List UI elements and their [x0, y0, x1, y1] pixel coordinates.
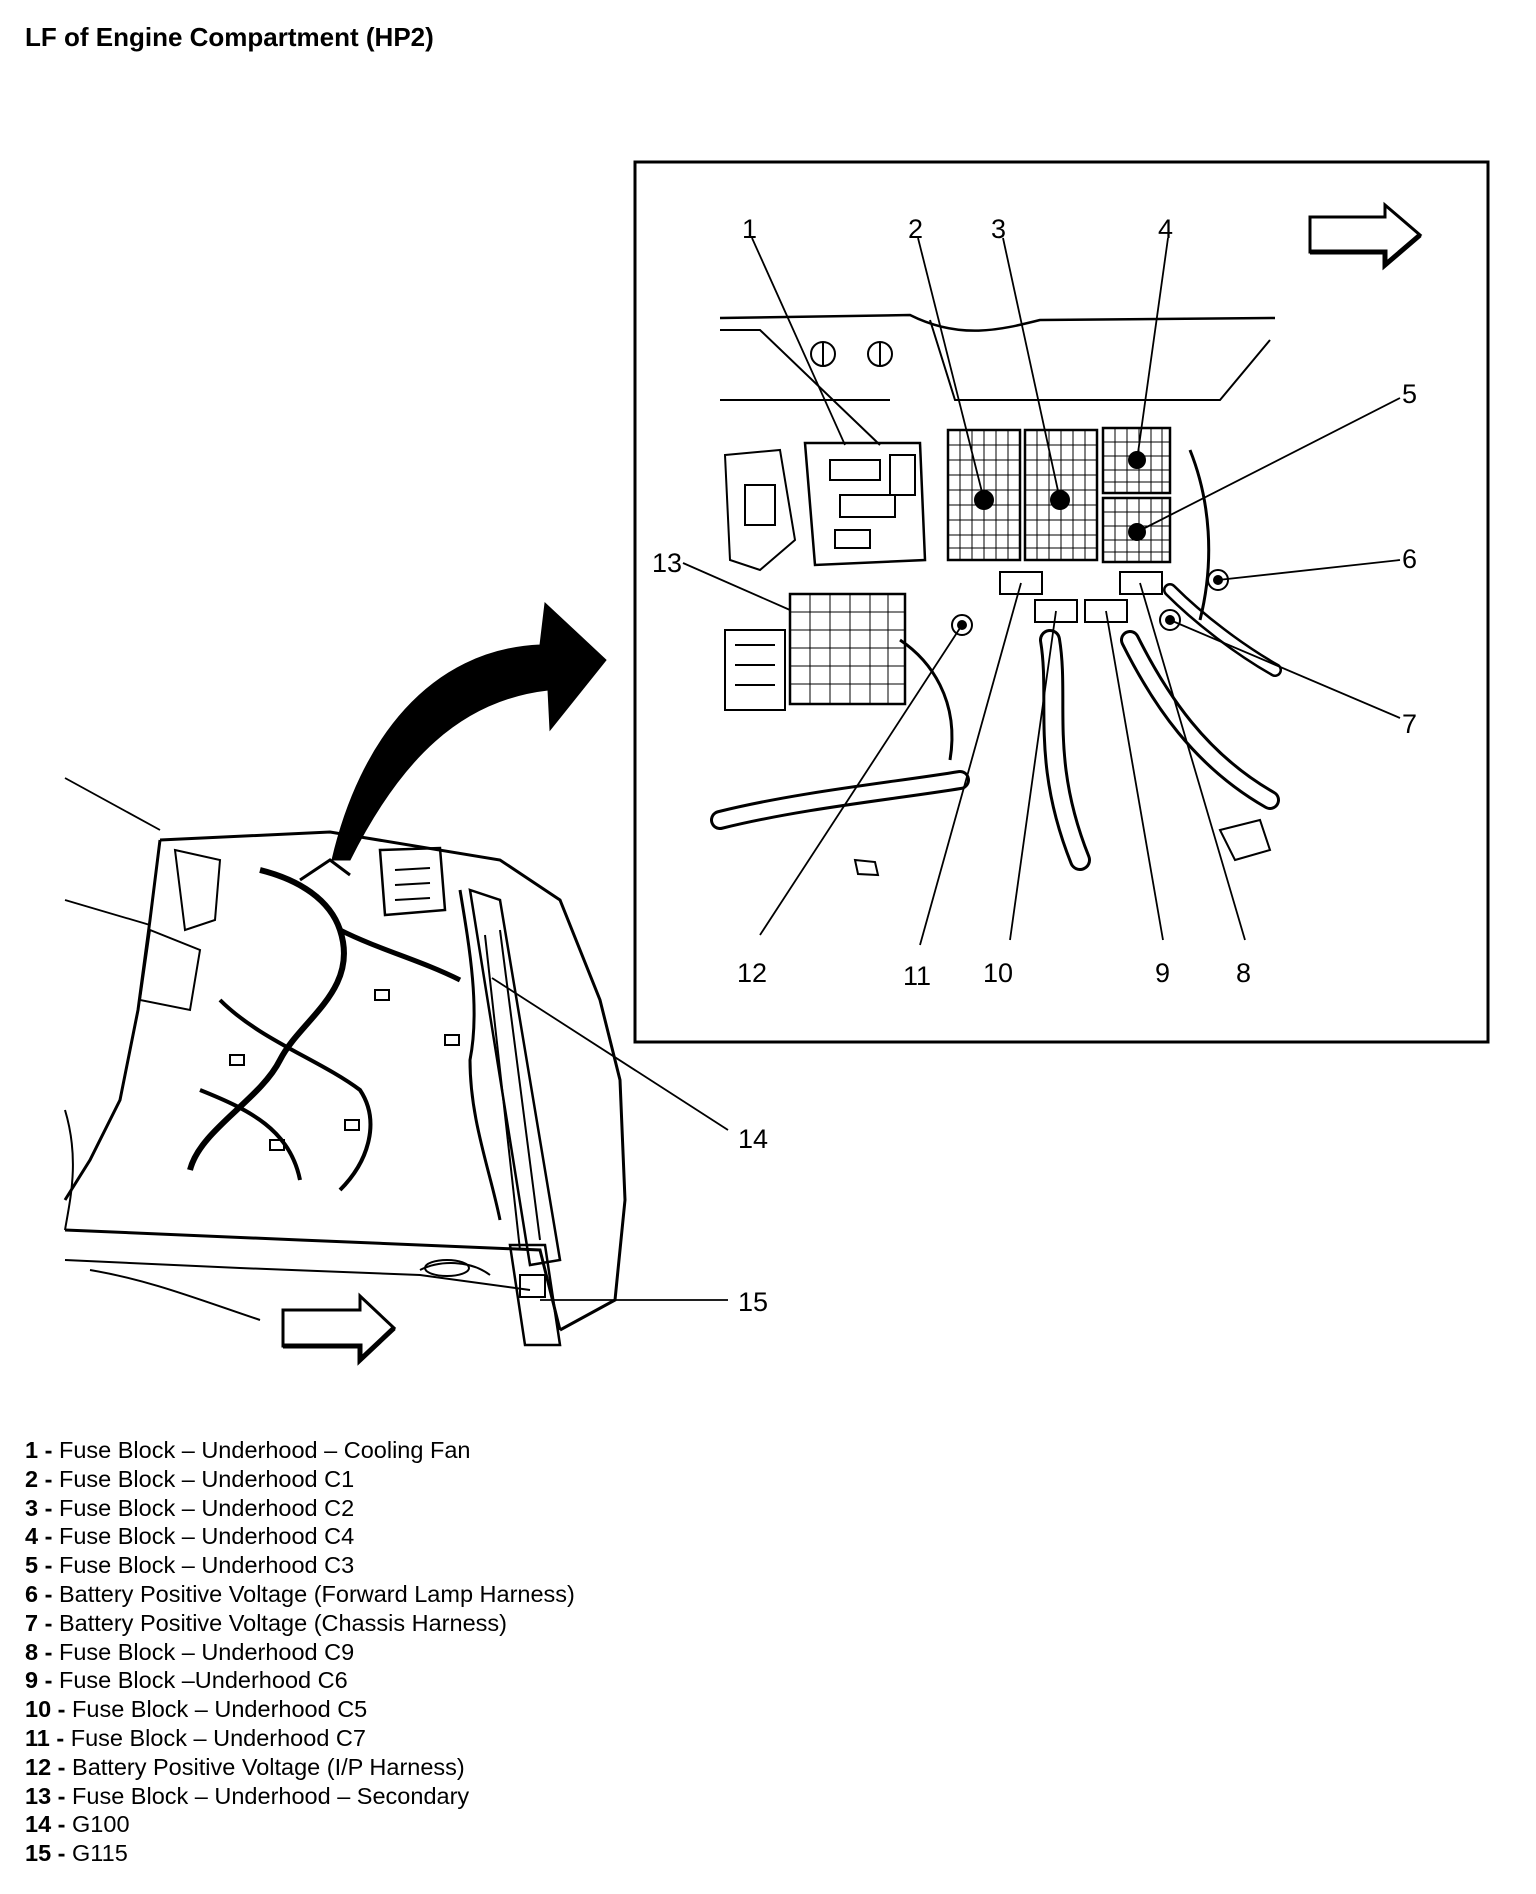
- callout-11: 11: [903, 961, 931, 991]
- callout-4: 4: [1158, 214, 1173, 244]
- callout-1: 1: [742, 214, 757, 244]
- legend-item: 9 - Fuse Block –Underhood C6: [25, 1667, 348, 1694]
- direction-arrow-icon: [281, 1292, 397, 1364]
- legend-item: 10 - Fuse Block – Underhood C5: [25, 1696, 368, 1723]
- legend-item: 4 - Fuse Block – Underhood C4: [25, 1523, 355, 1550]
- direction-arrow-icon: [1308, 201, 1423, 269]
- callout-14: 14: [738, 1124, 768, 1154]
- callout-legend: 1 - Fuse Block – Underhood – Cooling Fan…: [25, 1436, 575, 1868]
- legend-item: 3 - Fuse Block – Underhood C2: [25, 1494, 355, 1521]
- legend-item: 15 - G115: [25, 1840, 128, 1867]
- engine-compartment-diagram: 1 2 3 4 5 6 7 8 9 10 11 12 13 14 15: [63, 160, 1490, 1366]
- legend-item: 14 - G100: [25, 1811, 130, 1838]
- callout-3: 3: [991, 214, 1006, 244]
- callout-9: 9: [1155, 958, 1170, 988]
- legend-item: 11 - Fuse Block – Underhood C7: [25, 1724, 366, 1751]
- legend-item: 2 - Fuse Block – Underhood C1: [25, 1465, 355, 1492]
- callout-7: 7: [1402, 709, 1417, 739]
- page-title: LF of Engine Compartment (HP2): [25, 22, 434, 52]
- legend-item: 5 - Fuse Block – Underhood C3: [25, 1552, 355, 1579]
- callout-12: 12: [737, 958, 767, 988]
- callout-leaders: [682, 237, 1401, 946]
- legend-item: 12 - Battery Positive Voltage (I/P Harne…: [25, 1753, 465, 1780]
- detail-inset-frame: [633, 160, 1490, 1044]
- zoom-arrow-icon: [331, 601, 607, 861]
- callout-6: 6: [1402, 544, 1417, 574]
- legend-item: 13 - Fuse Block – Underhood – Secondary: [25, 1782, 470, 1809]
- legend-item: 7 - Battery Positive Voltage (Chassis Ha…: [25, 1609, 507, 1636]
- callout-10: 10: [983, 958, 1013, 988]
- legend-item: 6 - Battery Positive Voltage (Forward La…: [25, 1580, 575, 1607]
- callout-2: 2: [908, 214, 923, 244]
- detail-illustration: [710, 201, 1423, 877]
- overview-illustration: [63, 777, 729, 1366]
- callout-5: 5: [1402, 379, 1417, 409]
- callout-13: 13: [652, 548, 682, 578]
- callout-8: 8: [1236, 958, 1251, 988]
- callout-15: 15: [738, 1287, 768, 1317]
- legend-item: 1 - Fuse Block – Underhood – Cooling Fan: [25, 1437, 471, 1463]
- legend-item: 8 - Fuse Block – Underhood C9: [25, 1638, 355, 1665]
